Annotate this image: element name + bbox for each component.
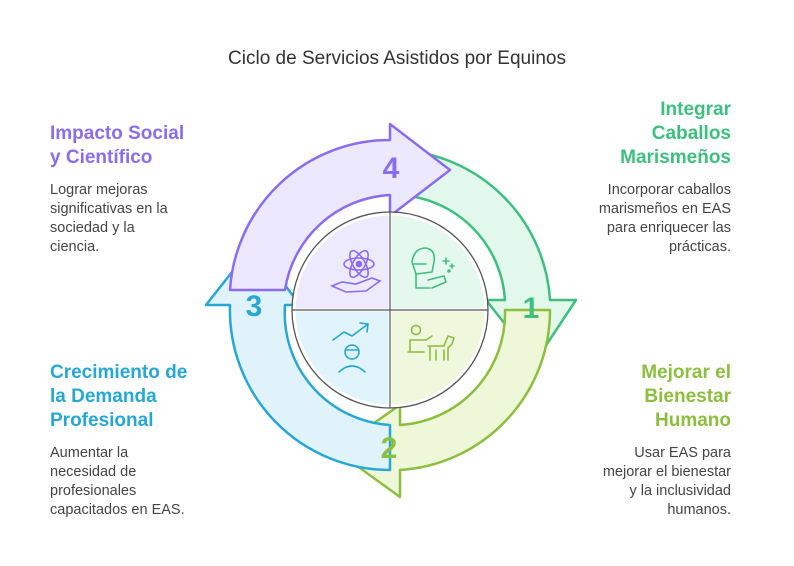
step-2-desc-line: y la inclusividad (629, 483, 731, 499)
step-2-desc-line: Usar EAS para (634, 445, 731, 461)
step-3-desc-line: profesionales (50, 483, 137, 499)
step-1-title: Integrar Caballos Marismeños (620, 98, 731, 170)
step-4-title-line: Impacto Social (50, 123, 185, 144)
quadrant-1 (388, 212, 488, 312)
step-3-title-line: Crecimiento de (50, 362, 188, 383)
step-2-description: Usar EAS para mejorar el bienestar y la … (603, 444, 731, 520)
step-2-title-line: Mejorar el (641, 362, 731, 383)
step-1-desc-line: marismeños en EAS (598, 201, 731, 217)
diagram-title: Ciclo de Servicios Asistidos por Equinos (228, 48, 566, 69)
step-number-1: 1 (523, 292, 540, 325)
person-with-horse-icon (407, 324, 455, 361)
step-2-title: Mejorar el Bienestar Humano (641, 361, 731, 433)
step-number-2: 2 (381, 432, 398, 465)
step-2-title-line: Bienestar (644, 386, 731, 407)
step-2-desc-line: humanos. (667, 502, 731, 518)
step-1-desc-line: para enriquecer las (606, 220, 731, 236)
cycle-arc-3 (204, 242, 392, 472)
cycle-arc-4 (228, 122, 452, 292)
step-3-title-line: la Demanda (50, 386, 157, 407)
step-4-desc-line: ciencia. (50, 239, 100, 255)
step-1-description: Incorporar caballos marismeños en EAS pa… (599, 181, 731, 257)
growth-person-icon (332, 322, 369, 373)
step-1-desc-line: prácticas. (668, 239, 731, 255)
step-1-title-line: Integrar (660, 99, 731, 120)
quadrant-3 (292, 308, 392, 408)
step-4-desc-line: significativas en la (50, 201, 168, 217)
atom-hand-icon (329, 249, 382, 293)
step-3-description: Aumentar la necesidad de profesionales c… (50, 444, 185, 520)
step-3-title-line: Profesional (50, 410, 154, 431)
step-number-3: 3 (246, 290, 263, 323)
step-4-title-line: y Científico (50, 147, 153, 168)
quadrant-4 (292, 212, 392, 312)
step-1-desc-line: Incorporar caballos (607, 182, 731, 198)
horse-care-icon (411, 247, 455, 289)
step-2-title-line: Humano (655, 410, 731, 431)
step-4-desc-line: Lograr mejoras (50, 182, 148, 198)
step-3-desc-line: capacitados en EAS. (50, 502, 185, 518)
step-3-desc-line: Aumentar la (50, 445, 129, 461)
step-number-4: 4 (383, 152, 400, 185)
step-3-title: Crecimiento de la Demanda Profesional (50, 361, 187, 433)
step-1-title-line: Marismeños (620, 147, 731, 168)
step-4-desc-line: sociedad y la (50, 220, 135, 236)
step-4-title: Impacto Social y Científico (50, 122, 184, 170)
step-2-desc-line: mejorar el bienestar (602, 464, 731, 480)
step-1-title-line: Caballos (651, 123, 731, 144)
step-3-desc-line: necesidad de (50, 464, 137, 480)
step-4-description: Lograr mejoras significativas en la soci… (50, 181, 168, 257)
